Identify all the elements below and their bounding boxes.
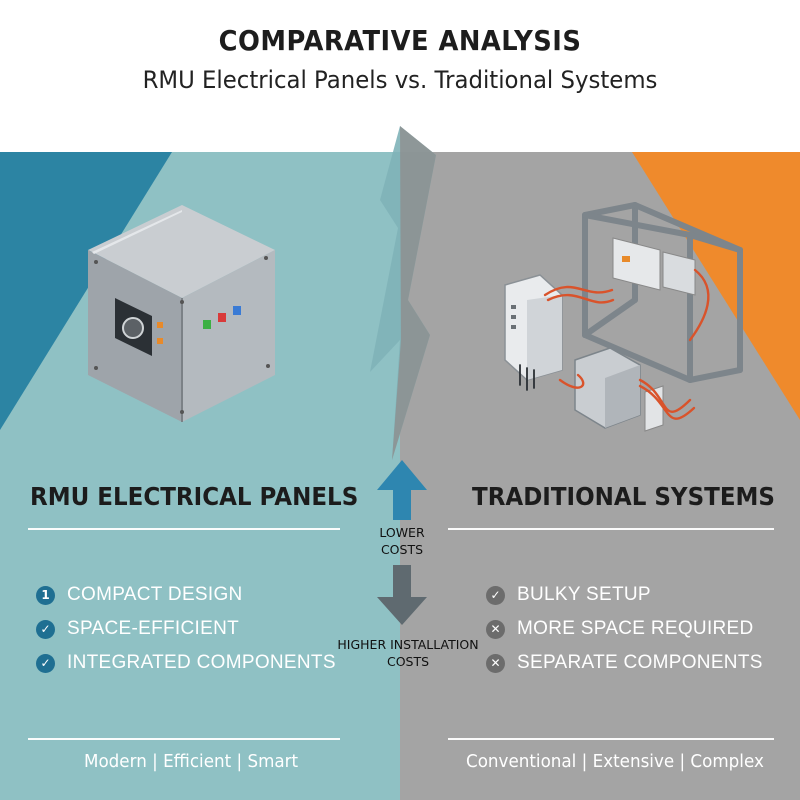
traditional-feature-list: ✓ BULKY SETUP ✕ MORE SPACE REQUIRED ✕ SE… bbox=[486, 578, 763, 680]
traditional-heading: TRADITIONAL SYSTEMS bbox=[472, 482, 776, 511]
x-icon: ✕ bbox=[486, 619, 505, 639]
higher-costs-arrow bbox=[377, 565, 427, 625]
x-icon: ✕ bbox=[486, 653, 505, 673]
higher-costs-label: HIGHER INSTALLATION COSTS bbox=[337, 637, 479, 669]
feature-label: MORE SPACE REQUIRED bbox=[517, 618, 754, 639]
lower-costs-arrow bbox=[377, 460, 427, 520]
header: COMPARATIVE ANALYSIS RMU Electrical Pane… bbox=[0, 0, 800, 130]
feature-label: INTEGRATED COMPONENTS bbox=[67, 652, 336, 673]
check-icon: ✓ bbox=[36, 653, 55, 673]
rmu-cabinet-illustration bbox=[88, 205, 275, 422]
number-one-icon: 1 bbox=[36, 585, 55, 605]
left-footer-rule bbox=[28, 738, 340, 740]
check-icon: ✓ bbox=[486, 585, 505, 605]
list-item: ✕ MORE SPACE REQUIRED bbox=[486, 612, 763, 646]
feature-label: BULKY SETUP bbox=[517, 584, 651, 605]
lightning-bolt-shade bbox=[392, 126, 436, 460]
list-item: ✓ INTEGRATED COMPONENTS bbox=[36, 646, 336, 680]
traditional-footer: Conventional | Extensive | Complex bbox=[466, 751, 764, 772]
left-heading-rule bbox=[28, 528, 340, 530]
rmu-footer: Modern | Efficient | Smart bbox=[84, 751, 299, 772]
left-accent bbox=[0, 152, 172, 430]
feature-label: COMPACT DESIGN bbox=[67, 584, 243, 605]
feature-label: SEPARATE COMPONENTS bbox=[517, 652, 763, 673]
traditional-system-illustration bbox=[504, 202, 743, 432]
list-item: ✕ SEPARATE COMPONENTS bbox=[486, 646, 763, 680]
list-item: ✓ SPACE-EFFICIENT bbox=[36, 612, 336, 646]
right-footer-rule bbox=[448, 738, 774, 740]
list-item: ✓ BULKY SETUP bbox=[486, 578, 763, 612]
check-icon: ✓ bbox=[36, 619, 55, 639]
page-title: COMPARATIVE ANALYSIS bbox=[218, 24, 582, 57]
lower-costs-label: LOWER COSTS bbox=[379, 525, 425, 557]
rmu-feature-list: 1 COMPACT DESIGN ✓ SPACE-EFFICIENT ✓ INT… bbox=[36, 578, 336, 680]
feature-label: SPACE-EFFICIENT bbox=[67, 618, 239, 639]
right-heading-rule bbox=[448, 528, 774, 530]
rmu-heading: RMU ELECTRICAL PANELS bbox=[30, 482, 359, 511]
page-subtitle: RMU Electrical Panels vs. Traditional Sy… bbox=[142, 66, 658, 94]
list-item: 1 COMPACT DESIGN bbox=[36, 578, 336, 612]
